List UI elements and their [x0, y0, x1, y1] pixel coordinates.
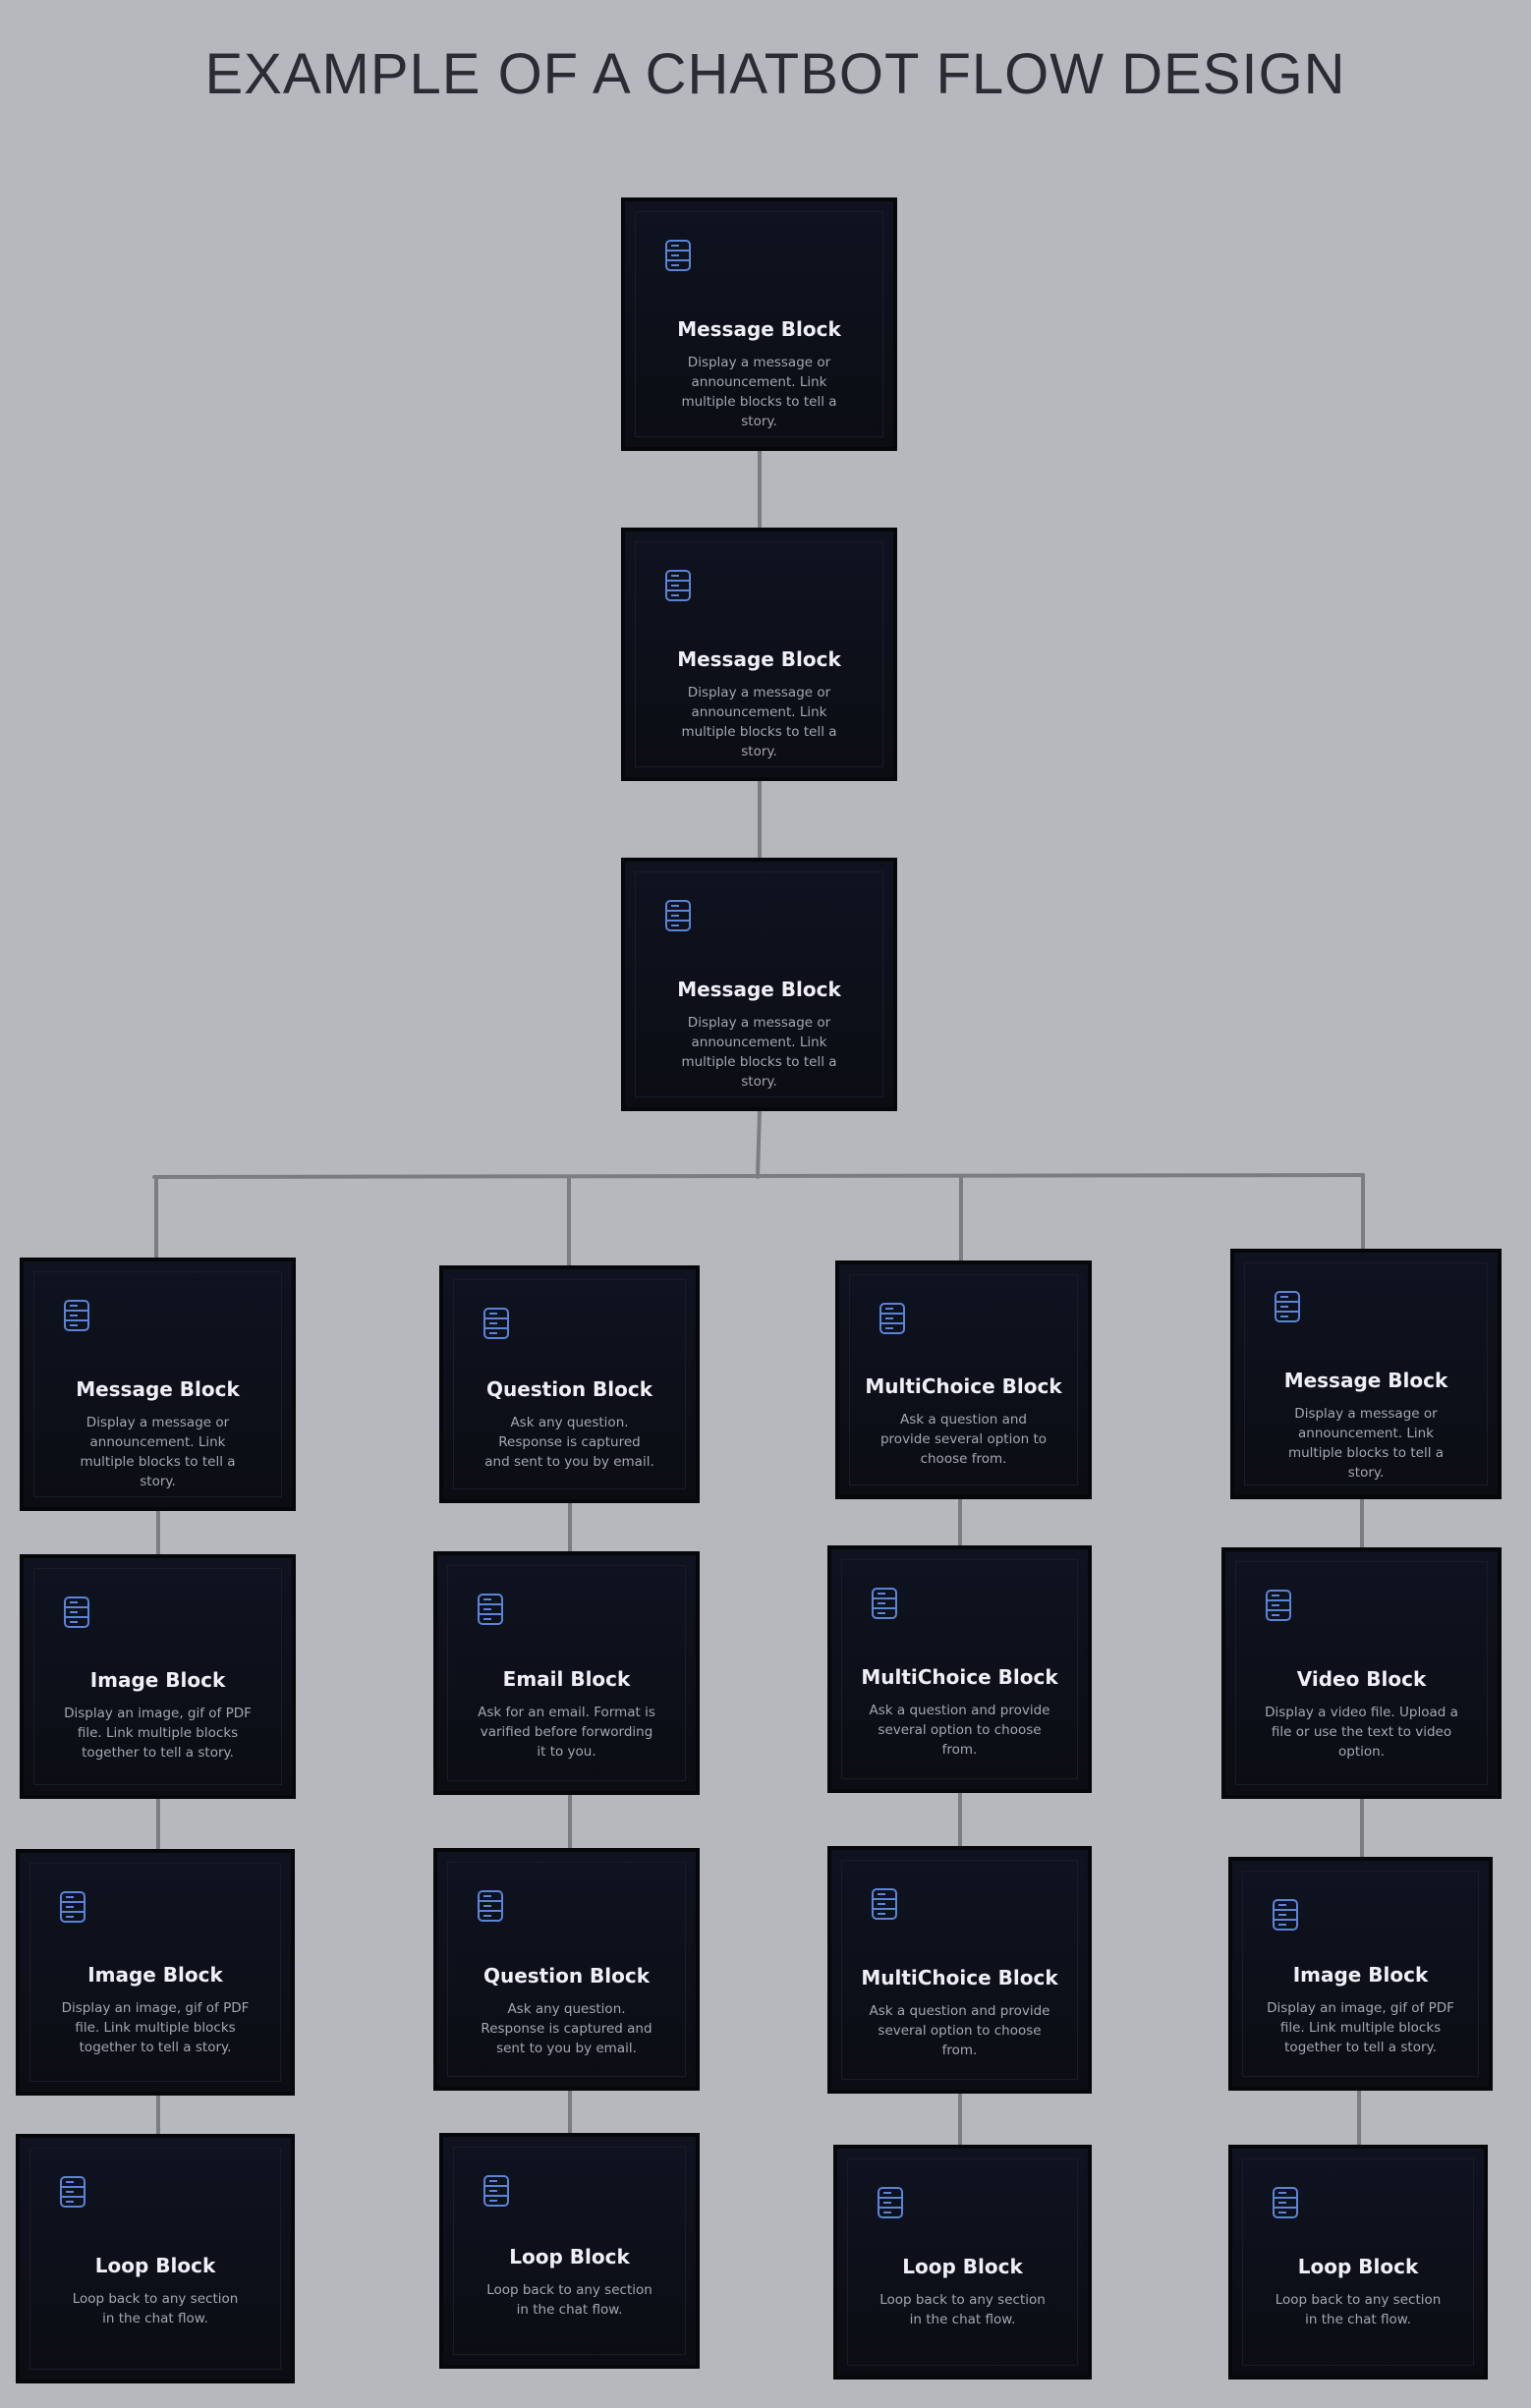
database-icon: [478, 1890, 503, 1922]
block-description: Display an image, gif of PDF file. Link …: [64, 1706, 252, 1761]
block-title: Video Block: [1296, 1667, 1427, 1691]
database-icon: [872, 1588, 897, 1619]
block-title: Question Block: [482, 1964, 651, 1988]
page-title: EXAMPLE OF A CHATBOT FLOW DESIGN: [204, 42, 1346, 106]
database-icon: [483, 1308, 509, 1339]
flow-block-email-col2[interactable]: Email Block Ask for an email. Format is …: [434, 1552, 699, 1794]
flow-block-image-col4[interactable]: Image Block Display an image, gif of PDF…: [1229, 1858, 1492, 2090]
flow-block-message-col4[interactable]: Message Block Display a message or annou…: [1231, 1250, 1501, 1498]
flow-block-question-col2-b[interactable]: Question Block Ask any question. Respons…: [434, 1849, 699, 2090]
block-description: Display an image, gif of PDF file. Link …: [1267, 2000, 1454, 2055]
database-icon: [1273, 2187, 1298, 2218]
flow-block-multichoice-col3-a[interactable]: MultiChoice Block Ask a question and pro…: [836, 1261, 1091, 1498]
database-icon: [879, 1303, 905, 1334]
block-title: Email Block: [502, 1667, 631, 1691]
database-icon: [878, 2187, 903, 2218]
database-icon: [665, 570, 691, 601]
flow-block-loop-col1[interactable]: Loop Block Loop back to any section in t…: [17, 2135, 294, 2382]
block-description: Ask a question and provide several optio…: [869, 1703, 1050, 1758]
block-description: Ask for an email. Format is varified bef…: [478, 1705, 655, 1760]
flow-block-message-3[interactable]: Message Block Display a message or annou…: [622, 859, 896, 1110]
block-title: MultiChoice Block: [861, 1966, 1058, 1989]
block-description: Ask any question. Response is captured a…: [484, 1415, 654, 1470]
flow-block-message-col1[interactable]: Message Block Display a message or annou…: [21, 1259, 295, 1510]
block-title: Image Block: [87, 1963, 223, 1987]
database-icon: [483, 2175, 509, 2207]
block-title: Loop Block: [509, 2245, 630, 2268]
database-icon: [60, 2176, 85, 2208]
block-description: Display an image, gif of PDF file. Link …: [61, 2000, 250, 2055]
database-icon: [665, 900, 691, 931]
block-description: Loop back to any section in the chat flo…: [72, 2291, 239, 2326]
block-description: Display a video file. Upload a file or u…: [1265, 1705, 1458, 1760]
block-title: Message Block: [677, 978, 841, 1001]
block-title: Loop Block: [1297, 2255, 1419, 2278]
block-title: MultiChoice Block: [865, 1374, 1062, 1398]
block-title: Message Block: [677, 647, 841, 671]
flow-block-loop-col2[interactable]: Loop Block Loop back to any section in t…: [440, 2134, 699, 2368]
block-title: Loop Block: [902, 2255, 1023, 2278]
block-description: Display a message or announcement. Link …: [1287, 1406, 1445, 1481]
connector-trunk-3-branch: [756, 1108, 762, 1179]
flow-block-message-1[interactable]: Message Block Display a message or annou…: [622, 198, 896, 450]
database-icon: [478, 1594, 503, 1625]
flow-block-image-col1-b[interactable]: Image Block Display an image, gif of PDF…: [17, 1850, 294, 2095]
flow-block-loop-col4[interactable]: Loop Block Loop back to any section in t…: [1229, 2146, 1487, 2379]
block-title: MultiChoice Block: [861, 1665, 1058, 1689]
block-title: Message Block: [76, 1377, 240, 1401]
flow-block-image-col1-a[interactable]: Image Block Display an image, gif of PDF…: [21, 1555, 295, 1798]
block-title: Message Block: [1283, 1369, 1448, 1392]
block-description: Display a message or announcement. Link …: [681, 685, 837, 759]
database-icon: [1273, 1899, 1298, 1931]
block-description: Ask any question. Response is captured a…: [481, 2001, 652, 2056]
block-description: Display a message or announcement. Link …: [80, 1415, 236, 1489]
flow-block-video-col4[interactable]: Video Block Display a video file. Upload…: [1222, 1548, 1501, 1798]
flow-block-question-col2-a[interactable]: Question Block Ask any question. Respons…: [440, 1266, 699, 1502]
block-title: Message Block: [677, 317, 841, 341]
block-title: Image Block: [89, 1668, 226, 1692]
block-description: Ask a question and provide several optio…: [869, 2003, 1050, 2058]
database-icon: [1266, 1590, 1291, 1621]
database-icon: [60, 1891, 85, 1923]
block-description: Ask a question and provide several optio…: [879, 1412, 1048, 1467]
block-description: Loop back to any section in the chat flo…: [1275, 2292, 1442, 2327]
database-icon: [64, 1596, 89, 1628]
flow-block-multichoice-col3-c[interactable]: MultiChoice Block Ask a question and pro…: [828, 1847, 1091, 2093]
database-icon: [1275, 1291, 1300, 1322]
block-description: Loop back to any section in the chat flo…: [879, 2292, 1046, 2327]
database-icon: [64, 1300, 89, 1331]
connector-branch-bar: [152, 1173, 1365, 1179]
database-icon: [665, 240, 691, 271]
block-description: Display a message or announcement. Link …: [681, 1015, 837, 1090]
flow-block-loop-col3[interactable]: Loop Block Loop back to any section in t…: [834, 2146, 1091, 2379]
flow-block-multichoice-col3-b[interactable]: MultiChoice Block Ask a question and pro…: [828, 1546, 1091, 1792]
block-title: Image Block: [1292, 1963, 1429, 1987]
block-description: Display a message or announcement. Link …: [681, 355, 837, 429]
block-title: Loop Block: [94, 2254, 216, 2277]
flow-block-message-2[interactable]: Message Block Display a message or annou…: [622, 529, 896, 780]
block-title: Question Block: [485, 1377, 653, 1401]
block-description: Loop back to any section in the chat flo…: [486, 2282, 652, 2318]
database-icon: [872, 1888, 897, 1920]
